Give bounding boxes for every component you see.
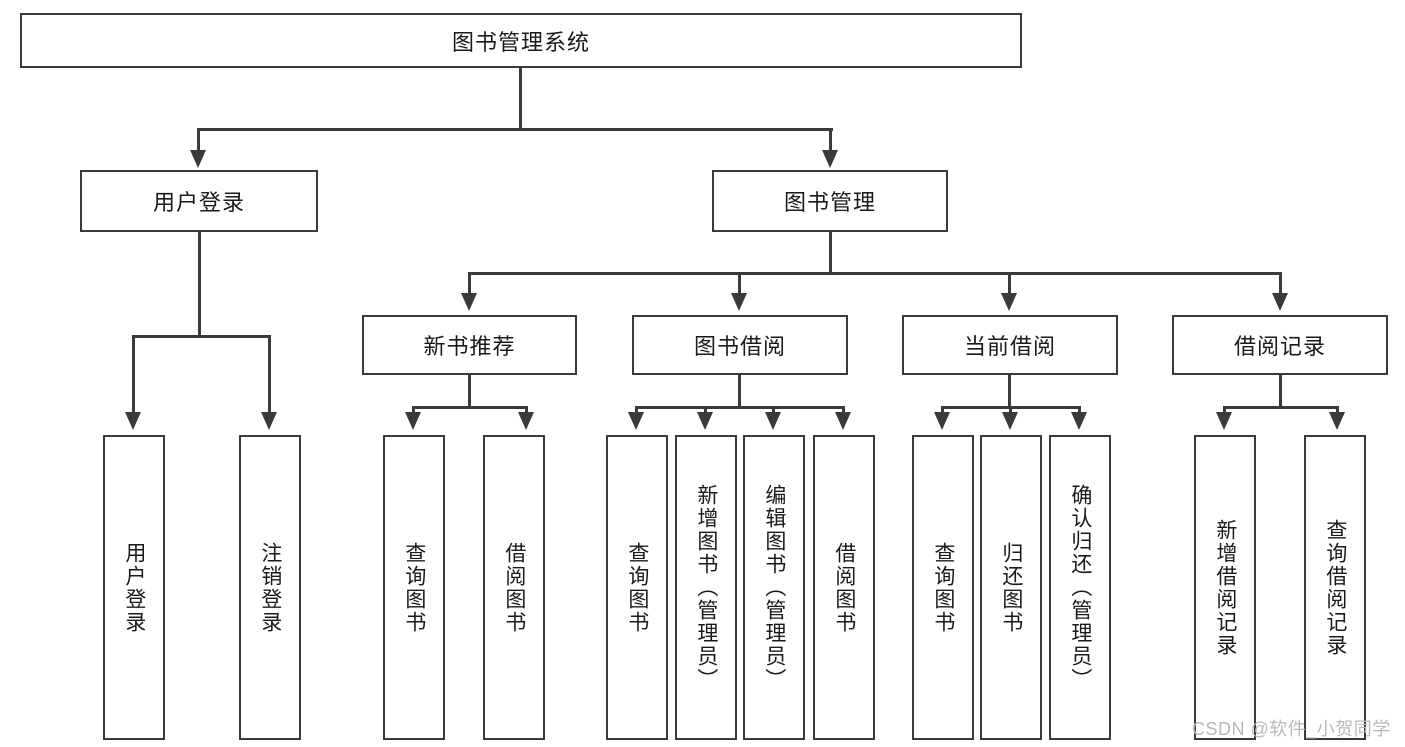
node-label: 编辑图书（管理员） xyxy=(762,484,786,691)
node-label: 新书推荐 xyxy=(423,334,516,359)
node-label: 图书借阅 xyxy=(693,334,786,359)
leaf-bookborrow-edit-book-admin[interactable]: 编辑图书（管理员） xyxy=(743,435,805,740)
leaf-currentborrow-return-books[interactable]: 归还图书 xyxy=(980,435,1042,740)
leaf-currentborrow-query-books[interactable]: 查询图书 xyxy=(912,435,974,740)
arrow-borrowrecord-to-leaf-1 xyxy=(1216,412,1232,430)
connector-root-bar xyxy=(197,128,833,131)
connector-currentborrow-trunk xyxy=(1008,375,1011,409)
connector-bookmgmt-trunk xyxy=(829,232,832,274)
arrow-currentborrow-to-leaf-1 xyxy=(934,412,950,430)
arrow-bookborrow-to-leaf-3 xyxy=(765,412,781,430)
connector-newbook-bar xyxy=(412,406,528,409)
arrow-bookborrow-to-leaf-2 xyxy=(697,412,713,430)
connector-bookmgmt-to-current xyxy=(1008,272,1011,296)
node-label: 查询图书 xyxy=(402,541,426,634)
node-new-book-recommend[interactable]: 新书推荐 xyxy=(362,315,577,375)
connector-bookborrow-trunk xyxy=(738,375,741,409)
node-label: 图书管理 xyxy=(783,190,876,215)
node-user-login[interactable]: 用户登录 xyxy=(80,170,318,232)
node-label: 查询图书 xyxy=(931,541,955,634)
node-label: 当前借阅 xyxy=(963,334,1056,359)
node-label: 归还图书 xyxy=(999,541,1023,634)
arrow-borrowrecord-to-leaf-2 xyxy=(1329,412,1345,430)
arrow-userlogin-to-leaf-2 xyxy=(261,412,277,430)
connector-bookmgmt-to-borrow xyxy=(738,272,741,296)
connector-bookborrow-bar xyxy=(635,406,845,409)
arrow-root-to-book-mgmt xyxy=(822,150,838,168)
node-label: 借阅图书 xyxy=(502,541,526,634)
connector-userlogin-to-leaf-1 xyxy=(132,335,135,415)
node-label: 借阅图书 xyxy=(832,541,856,634)
node-label: 新增借阅记录 xyxy=(1213,518,1237,657)
node-label: 新增图书（管理员） xyxy=(694,484,718,691)
leaf-bookborrow-borrow-books[interactable]: 借阅图书 xyxy=(813,435,875,740)
arrow-bookmgmt-to-current xyxy=(1001,293,1017,311)
arrow-root-to-user-login xyxy=(190,150,206,168)
connector-root-to-book-mgmt xyxy=(829,128,832,154)
node-label: 查询借阅记录 xyxy=(1323,518,1347,657)
node-label: 注销登录 xyxy=(258,541,282,634)
leaf-bookborrow-add-book-admin[interactable]: 新增图书（管理员） xyxy=(675,435,737,740)
connector-newbook-trunk xyxy=(468,375,471,409)
node-label: 查询图书 xyxy=(625,541,649,634)
connector-bookmgmt-bar xyxy=(468,272,1282,275)
arrow-bookmgmt-to-borrow xyxy=(731,293,747,311)
connector-userlogin-trunk xyxy=(198,232,201,338)
node-book-borrow[interactable]: 图书借阅 xyxy=(632,315,848,375)
arrow-userlogin-to-leaf-1 xyxy=(125,412,141,430)
node-label: 用户登录 xyxy=(152,190,245,215)
leaf-user-login-login[interactable]: 用户登录 xyxy=(103,435,165,740)
node-label: 确认归还（管理员） xyxy=(1068,484,1092,691)
node-root-system[interactable]: 图书管理系统 xyxy=(20,13,1022,68)
leaf-bookborrow-query-books[interactable]: 查询图书 xyxy=(606,435,668,740)
arrow-bookborrow-to-leaf-1 xyxy=(628,412,644,430)
connector-userlogin-to-leaf-2 xyxy=(268,335,271,415)
node-current-borrow[interactable]: 当前借阅 xyxy=(902,315,1118,375)
connector-userlogin-bar xyxy=(132,335,270,338)
arrow-bookmgmt-to-record xyxy=(1272,293,1288,311)
leaf-newbook-borrow-books[interactable]: 借阅图书 xyxy=(483,435,545,740)
leaf-borrowrecord-add-record[interactable]: 新增借阅记录 xyxy=(1194,435,1256,740)
arrow-newbook-to-leaf-2 xyxy=(518,412,534,430)
connector-root-trunk xyxy=(519,68,522,130)
arrow-newbook-to-leaf-1 xyxy=(405,412,421,430)
leaf-currentborrow-confirm-return-admin[interactable]: 确认归还（管理员） xyxy=(1049,435,1111,740)
connector-bookmgmt-to-record xyxy=(1279,272,1282,296)
leaf-borrowrecord-query-record[interactable]: 查询借阅记录 xyxy=(1304,435,1366,740)
arrow-currentborrow-to-leaf-2 xyxy=(1002,412,1018,430)
node-borrow-record[interactable]: 借阅记录 xyxy=(1172,315,1388,375)
connector-bookmgmt-to-new-book xyxy=(468,272,471,296)
node-label: 图书管理系统 xyxy=(451,29,590,55)
connector-borrowrecord-bar xyxy=(1223,406,1339,409)
leaf-newbook-query-books[interactable]: 查询图书 xyxy=(383,435,445,740)
connector-root-to-user-login xyxy=(197,128,200,154)
arrow-currentborrow-to-leaf-3 xyxy=(1071,412,1087,430)
watermark-text: CSDN @软件_小贺同学 xyxy=(1192,719,1391,739)
arrow-bookborrow-to-leaf-4 xyxy=(835,412,851,430)
node-book-management[interactable]: 图书管理 xyxy=(712,170,948,232)
node-label: 借阅记录 xyxy=(1233,334,1326,359)
node-label: 用户登录 xyxy=(122,541,146,634)
connector-borrowrecord-trunk xyxy=(1279,375,1282,409)
leaf-user-login-logout[interactable]: 注销登录 xyxy=(239,435,301,740)
arrow-bookmgmt-to-new-book xyxy=(461,293,477,311)
